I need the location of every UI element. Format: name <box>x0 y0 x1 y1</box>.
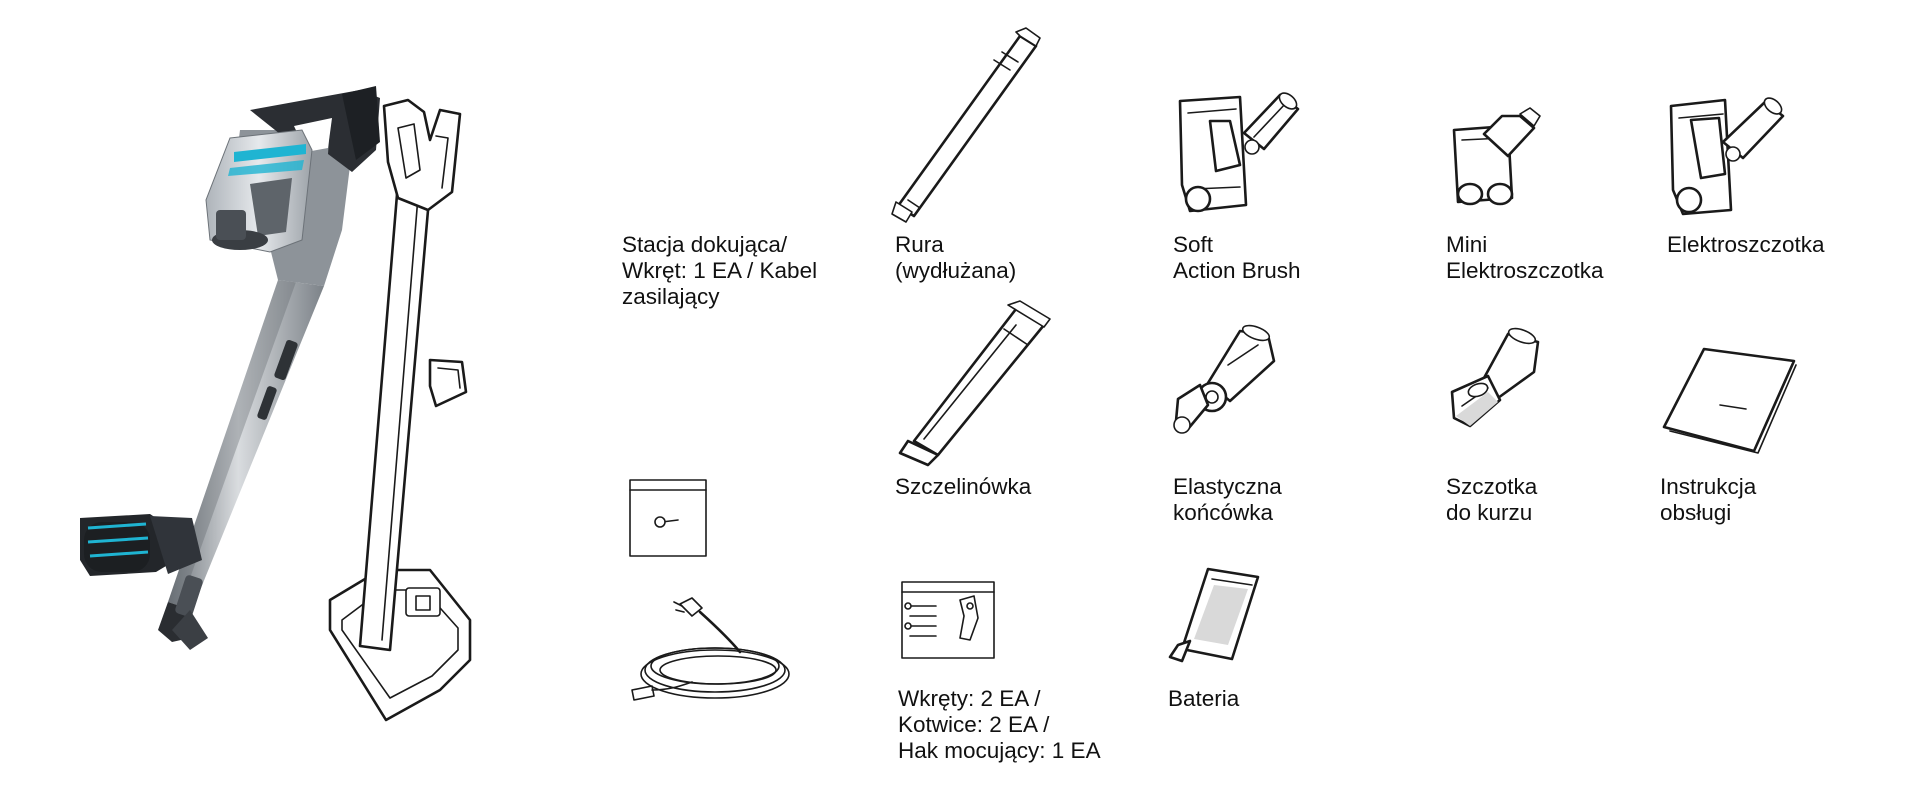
crevice-tool-label: Szczelinówka <box>895 474 1032 499</box>
battery-label: Bateria <box>1168 686 1240 711</box>
mini-turbo-image <box>1452 107 1541 206</box>
soft-action-brush-label: Soft Action Brush <box>1173 232 1301 283</box>
manual-label: Instrukcja obsługi <box>1660 474 1757 525</box>
docking-station-image <box>328 98 472 722</box>
mini-turbo-label: Mini Elektroszczotka <box>1446 232 1604 283</box>
screw-bag-image <box>629 479 707 557</box>
docking-station-label: Stacja dokująca/ Wkręt: 1 EA / Kabel zas… <box>622 232 818 309</box>
battery-image <box>1168 567 1260 663</box>
turbo-brush-image <box>1669 97 1785 216</box>
crevice-tool-image <box>898 300 1051 467</box>
pipe-label: Rura (wydłużana) <box>895 232 1017 283</box>
soft-action-brush-image <box>1178 92 1300 213</box>
manual-image <box>1662 347 1797 454</box>
screws-kit-image <box>901 581 995 659</box>
pipe-image <box>891 27 1041 223</box>
dusting-brush-label: Szczotka do kurzu <box>1446 474 1538 525</box>
dusting-brush-image <box>1450 327 1540 428</box>
power-cable-image <box>631 597 790 701</box>
screws-kit-label: Wkręty: 2 EA / Kotwice: 2 EA / Hak mocuj… <box>898 686 1101 763</box>
stick-vacuum-image <box>80 86 380 650</box>
flexible-tool-image <box>1173 324 1276 434</box>
turbo-brush-label: Elektroszczotka <box>1667 232 1825 257</box>
flexible-tool-label: Elastyczna końcówka <box>1173 474 1282 525</box>
